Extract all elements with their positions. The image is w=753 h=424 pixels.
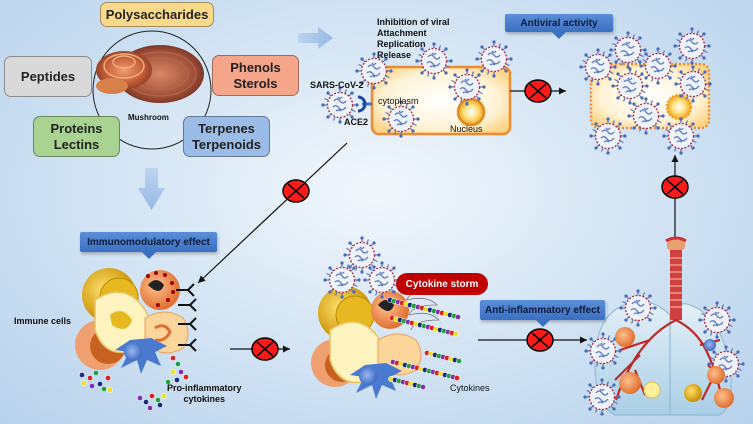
compound-polysaccharides: Polysaccharides xyxy=(100,2,214,27)
immune-cells-cluster xyxy=(75,268,189,374)
inhibitor-icon xyxy=(526,328,554,352)
immune-cell xyxy=(643,381,661,399)
cytokine-dot xyxy=(453,331,459,337)
cytokine-dots xyxy=(387,297,462,390)
cytokine-dot xyxy=(161,393,167,399)
cytoplasm-label: cytoplasm xyxy=(378,96,419,106)
cytokine-dots xyxy=(79,355,189,411)
cytokine-dot xyxy=(155,397,161,403)
cytokine-dot xyxy=(456,358,462,364)
inhibition-text: Inhibition of viral Attachment Replicati… xyxy=(377,17,450,60)
inhibitor-icon xyxy=(282,179,310,203)
virus xyxy=(608,30,648,70)
cytokine-dot xyxy=(178,369,184,375)
virus xyxy=(582,377,622,417)
cytokine-dot xyxy=(79,372,85,378)
cytokine-dot xyxy=(175,361,181,367)
inhibitor-icon xyxy=(524,79,552,103)
mushroom-label: Mushroom xyxy=(128,113,169,122)
cytokine-dot xyxy=(149,393,155,399)
nucleus xyxy=(456,97,486,127)
ace2-label: ACE2 xyxy=(344,117,369,127)
immune-cells-label: Immune cells xyxy=(14,316,72,326)
pro-inflammatory-cytokines-label: Pro-inflammatory cytokines xyxy=(167,383,242,404)
down-arrow-icon xyxy=(138,168,165,210)
immune-cell xyxy=(707,366,725,384)
virus xyxy=(618,288,658,328)
virus xyxy=(588,116,628,156)
cytokine-dot xyxy=(93,370,99,376)
cytokine-dot xyxy=(87,375,93,381)
immune-cell xyxy=(714,388,734,408)
cytokine-dot xyxy=(420,384,426,390)
cytokine-storm-badge: Cytokine storm xyxy=(396,273,488,295)
antiviral-activity-label: Antiviral activity xyxy=(505,14,613,39)
cytokine-dot xyxy=(107,387,113,393)
virus xyxy=(447,67,487,107)
virus xyxy=(697,300,737,340)
cytokine-dot xyxy=(157,402,163,408)
immune-cell xyxy=(615,327,635,347)
antibody-icon xyxy=(177,298,197,312)
mushroom-image xyxy=(96,45,204,103)
virus xyxy=(342,235,382,275)
virus xyxy=(578,47,618,87)
compound-terpenes-terpenoids: Terpenes Terpenoids xyxy=(183,116,270,157)
virus xyxy=(362,260,402,300)
nucleus-label: Nucleus xyxy=(450,124,483,134)
right-arrow-icon xyxy=(298,27,333,49)
sars-cov-2-label: SARS-CoV-2 xyxy=(310,80,364,90)
cytokine-storm-cluster xyxy=(311,282,440,399)
cytokine-dot xyxy=(81,380,87,386)
compound-proteins-lectins: Proteins Lectins xyxy=(33,116,120,157)
mushroom-circle xyxy=(92,30,212,150)
cytokine-dot xyxy=(170,369,176,375)
immune-cell xyxy=(619,372,641,394)
virus xyxy=(672,26,712,66)
cytokine-dot xyxy=(105,375,111,381)
cytokine-dot xyxy=(183,374,189,380)
immune-cell xyxy=(704,339,716,351)
cytokine-dot xyxy=(147,405,153,411)
virus xyxy=(610,66,650,106)
virus xyxy=(638,46,678,86)
cytokine-dot xyxy=(101,386,107,392)
cytokine-dot xyxy=(143,399,149,405)
cytokines-label: Cytokines xyxy=(450,383,490,393)
inhibitor-icon xyxy=(251,337,279,361)
cytokine-dot xyxy=(89,383,95,389)
virus xyxy=(322,260,362,300)
immunomodulatory-effect-label: Immunomodulatory effect xyxy=(80,232,217,259)
anti-inflammatory-effect-label: Anti-inflammatory effect xyxy=(480,300,605,327)
virus xyxy=(673,64,713,104)
cytokine-dot xyxy=(455,314,461,320)
compound-peptides: Peptides xyxy=(4,56,92,97)
cytokine-dot xyxy=(170,355,176,361)
virus xyxy=(626,96,666,136)
cytokine-dot xyxy=(97,381,103,387)
ace2-receptor xyxy=(357,95,367,113)
compound-phenols-sterols: Phenols Sterols xyxy=(212,55,299,96)
immune-cell xyxy=(684,384,702,402)
virus xyxy=(474,39,514,79)
inhibitor-icon xyxy=(661,175,689,199)
cytokine-dot xyxy=(454,375,460,381)
virus xyxy=(661,116,701,156)
cytokine-dot xyxy=(137,395,143,401)
cytokine-dot xyxy=(174,377,180,383)
cytokine-dot xyxy=(165,379,171,385)
